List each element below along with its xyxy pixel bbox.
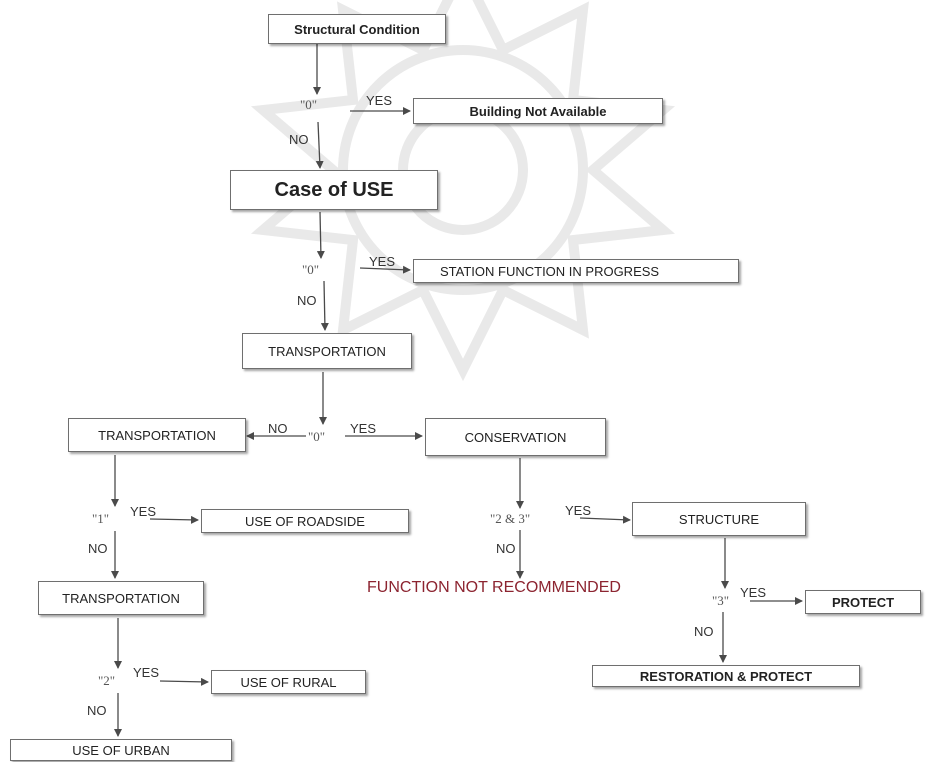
no-label: NO <box>289 132 309 147</box>
edge-c1-yes-roadside <box>149 515 199 524</box>
node-transportation-left: TRANSPORTATION <box>68 418 246 452</box>
node-case-of-use: Case of USE <box>230 170 438 210</box>
edge-c0-yes-station <box>359 265 411 274</box>
edge-c23-yes-structure <box>579 515 631 524</box>
condition-c2: "2" <box>98 673 116 688</box>
edge-case-to-c0 <box>316 211 325 259</box>
yes-label: YES <box>350 421 377 436</box>
yes-label: YES <box>740 585 767 600</box>
node-structural-condition: Structural Condition <box>268 14 446 44</box>
node-conservation: CONSERVATION <box>425 418 606 456</box>
node-restoration-protect: RESTORATION & PROTECT <box>592 665 860 687</box>
node-use-of-urban: USE OF URBAN <box>10 739 232 761</box>
condition-c1: "1" <box>92 511 110 526</box>
no-label: NO <box>694 624 714 639</box>
node-use-of-roadside: USE OF ROADSIDE <box>201 509 409 533</box>
node-building-not-available: Building Not Available <box>413 98 663 124</box>
node-structure: STRUCTURE <box>632 502 806 536</box>
condition-c2-and-3: "2 & 3" <box>490 511 531 526</box>
edge-c0-no-case <box>315 121 324 169</box>
no-label: NO <box>496 541 516 556</box>
edge-c2-yes-rural <box>159 677 209 686</box>
no-label: NO <box>87 703 107 718</box>
yes-label: YES <box>133 665 160 680</box>
no-label: NO <box>268 421 288 436</box>
node-station-function: STATION FUNCTION IN PROGRESS <box>413 259 739 283</box>
condition-c0-first: "0" <box>300 97 318 112</box>
function-not-recommended-note: FUNCTION NOT RECOMMENDED <box>367 579 621 596</box>
no-label: NO <box>297 293 317 308</box>
node-protect: PROTECT <box>805 590 921 614</box>
condition-c3: "3" <box>712 593 730 608</box>
condition-c0-second: "0" <box>302 262 320 277</box>
edge-c0-no-transport <box>320 280 329 331</box>
yes-label: YES <box>130 504 157 519</box>
node-transportation-center: TRANSPORTATION <box>242 333 412 369</box>
node-use-of-rural: USE OF RURAL <box>211 670 366 694</box>
yes-label: YES <box>565 503 592 518</box>
yes-label: YES <box>366 93 393 108</box>
no-label: NO <box>88 541 108 556</box>
condition-c0-third: "0" <box>308 429 326 444</box>
node-transportation-lower: TRANSPORTATION <box>38 581 204 615</box>
yes-label: YES <box>369 254 396 269</box>
